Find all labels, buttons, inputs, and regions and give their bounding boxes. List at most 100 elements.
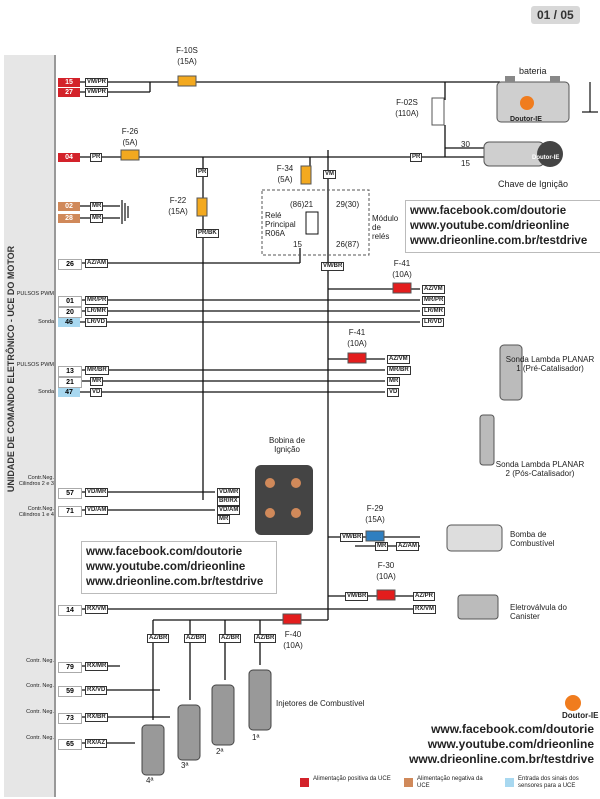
side-label-inj1: Contr. Neg. — [26, 658, 54, 664]
side-label-pwm2: PULSOS PWM — [16, 362, 54, 368]
youtube-link[interactable]: www.youtube.com/drieonline — [427, 737, 594, 751]
facebook-link[interactable]: www.facebook.com/doutorie — [86, 546, 243, 558]
coil-label: Bobina de Ignição — [268, 436, 306, 455]
ignition-t15: 15 — [461, 159, 470, 168]
pin-47: 47 — [58, 388, 80, 397]
fuse-f10s-name: F-10S — [176, 46, 198, 55]
pin-02: 02 — [58, 202, 80, 211]
site-link[interactable]: www.drieonline.com.br/testdrive — [86, 576, 264, 588]
wire-code: LR/MR — [85, 307, 108, 316]
wire-code: RX/VM — [85, 605, 109, 614]
wire-code: VD/MR — [85, 488, 109, 497]
fuse-f41b-name: F-41 — [348, 328, 366, 337]
injector-number-3: 3ª — [181, 761, 189, 770]
lambda2-wire-1: AZ/VM — [387, 355, 410, 364]
pin-21: 21 — [58, 377, 82, 388]
fuse-f30-name: F-30 — [377, 561, 395, 570]
fuse-f34-name: F-34 — [276, 164, 294, 173]
facebook-link[interactable]: www.facebook.com/doutorie — [410, 205, 567, 217]
relay-module-label: Módulo de relés — [372, 214, 399, 241]
social-box-middle: www.facebook.com/doutorie www.youtube.co… — [81, 541, 277, 594]
coil-wire-3: VD/AM — [217, 506, 241, 515]
fuse-f40-name: F-40 — [284, 630, 302, 639]
injector-feed-wire-3: AZ/BR — [219, 634, 242, 643]
fuse-f34-rating: (5A) — [277, 175, 293, 184]
pump-wire-3: AZ/AM — [396, 542, 419, 551]
side-label-sonda1: Sonda — [38, 319, 54, 325]
fuse-f30-rating: (10A) — [376, 572, 396, 581]
fuse-f26-name: F-26 — [121, 127, 139, 136]
ignition-t30: 30 — [461, 140, 470, 149]
canister-wire-2: AZ/PR — [413, 592, 435, 601]
social-box-top: www.facebook.com/doutorie www.youtube.co… — [405, 200, 600, 253]
side-label-inj2: Contr. Neg. — [26, 683, 54, 689]
pin-79: 79 — [58, 662, 82, 673]
fuse-f29-name: F-29 — [366, 504, 384, 513]
youtube-link[interactable]: www.youtube.com/drieonline — [410, 220, 570, 232]
legend-swatch-sensor — [505, 778, 514, 787]
lambda2-label: Sonda Lambda PLANAR 2 (Pós-Catalisador) — [495, 460, 585, 479]
site-link[interactable]: www.drieonline.com.br/testdrive — [410, 235, 588, 247]
pin-13: 13 — [58, 366, 82, 377]
legend-negative: Alimentação negativa da UCE — [417, 776, 483, 789]
pin-14: 14 — [58, 605, 82, 616]
social-block-bottom: www.facebook.com/doutorie www.youtube.co… — [402, 722, 594, 767]
side-label-coil1: Contr.Neg. Cilindros 2 e 3 — [18, 475, 54, 488]
relay-t86: (86)21 — [290, 200, 314, 209]
pin-20: 20 — [58, 307, 82, 318]
pin-27: 27 — [58, 88, 80, 97]
wire-code-pr-bk: PR/BK — [196, 229, 219, 238]
lambda1-label: Sonda Lambda PLANAR 1 (Pré-Catalisador) — [505, 355, 595, 374]
fuse-f41b-rating: (10A) — [347, 339, 367, 348]
pin-57: 57 — [58, 488, 82, 499]
facebook-link[interactable]: www.facebook.com/doutorie — [431, 722, 594, 736]
fuse-f10s-rating: (15A) — [177, 57, 197, 66]
pin-04: 04 — [58, 153, 80, 162]
canister-wire-1: VM/BR — [345, 592, 369, 601]
pin-71: 71 — [58, 506, 82, 517]
coil-wire-2: BR/RX — [217, 497, 240, 506]
lambda2-wire-2: MR/BR — [387, 366, 411, 375]
side-label-sonda2: Sonda — [38, 389, 54, 395]
ecu-block — [4, 55, 56, 797]
wire-code-pr-vertical: PR — [196, 168, 209, 177]
pump-wire-1: VM/BR — [340, 533, 364, 542]
canister-wire-3: RX/VM — [413, 605, 437, 614]
lambda1-wire-3: LR/MR — [422, 307, 445, 316]
lambda1-wire-4: LR/VD — [422, 318, 444, 327]
pump-label: Bomba de Combustível — [510, 530, 555, 549]
injector-number-1: 1ª — [252, 733, 260, 742]
pin-59: 59 — [58, 686, 82, 697]
pin-01: 01 — [58, 296, 82, 307]
wire-code: MR — [90, 214, 104, 223]
wire-code: PR — [90, 153, 103, 162]
wire-code: LR/VD — [85, 318, 107, 327]
wire-code-vm: VM — [323, 170, 336, 179]
fuse-f41a-rating: (10A) — [392, 270, 412, 279]
wire-code: AZ/AM — [85, 259, 108, 268]
pin-65: 65 — [58, 739, 82, 750]
fuse-f29-rating: (15A) — [365, 515, 385, 524]
wire-code: RX/AZ — [85, 739, 107, 748]
pump-wire-2: MR — [375, 542, 389, 551]
pin-46: 46 — [58, 318, 80, 327]
lambda1-wire-1: AZ/VM — [422, 285, 445, 294]
fuse-f22-rating: (15A) — [168, 207, 188, 216]
ignition-label: Chave de Ignição — [498, 179, 569, 189]
youtube-link[interactable]: www.youtube.com/drieonline — [86, 561, 246, 573]
lambda1-wire-2: MR/PR — [422, 296, 446, 305]
wire-code: VD — [90, 388, 103, 397]
wire-code: VM/PR — [85, 88, 109, 97]
battery-label: bateria — [519, 66, 547, 76]
injectors-label: Injetores de Combustível — [276, 699, 365, 708]
wire-code: MR — [90, 377, 104, 386]
wire-code: VD/AM — [85, 506, 109, 515]
fuse-f26-rating: (5A) — [122, 138, 138, 147]
site-link[interactable]: www.drieonline.com.br/testdrive — [409, 752, 594, 766]
pin-28: 28 — [58, 214, 80, 223]
fuse-f02s-name: F-02S — [396, 98, 418, 107]
legend-swatch-positive — [300, 778, 309, 787]
canister-label: Eletroválvula do Canister — [510, 603, 567, 622]
